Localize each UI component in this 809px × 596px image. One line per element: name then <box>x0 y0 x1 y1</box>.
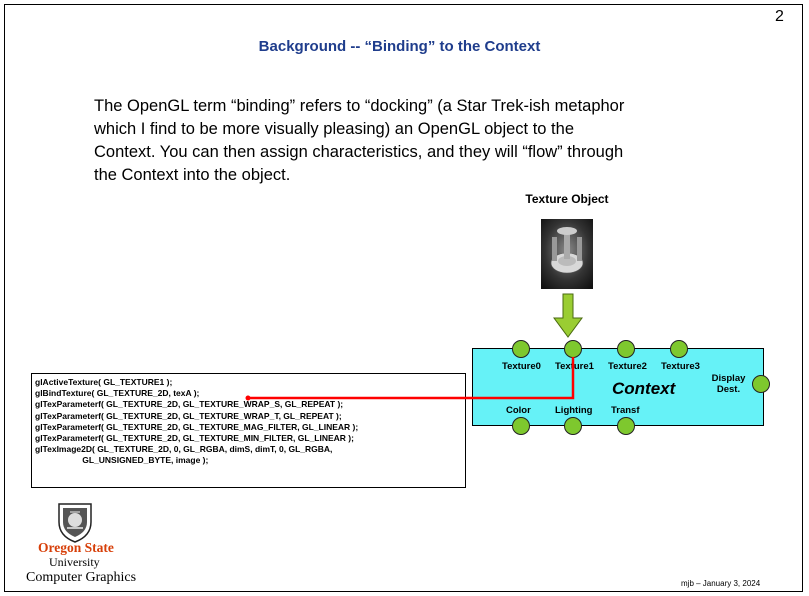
osu-logo-icon <box>58 503 92 543</box>
page-number: 2 <box>775 8 784 25</box>
texture3-port <box>670 340 688 358</box>
transf-port <box>617 417 635 435</box>
color-label: Color <box>506 405 531 416</box>
texture2-label: Texture2 <box>608 361 647 372</box>
down-arrow-icon <box>553 293 583 338</box>
lighting-port <box>564 417 582 435</box>
logo-computer-graphics: Computer Graphics <box>26 570 137 585</box>
lighting-label: Lighting <box>555 405 593 416</box>
slide-body-text: The OpenGL term “binding” refers to “doc… <box>94 97 625 184</box>
code-line: glTexParameterf( GL_TEXTURE_2D, GL_TEXTU… <box>35 433 354 444</box>
texture2-port <box>617 340 635 358</box>
display-port <box>752 375 770 393</box>
enterprise-image <box>541 219 593 289</box>
logo-oregon-state: Oregon State <box>38 540 114 555</box>
transf-label: Transf <box>611 405 640 416</box>
display-label-line2: Dest. <box>716 384 741 395</box>
logo-university: University <box>49 555 100 569</box>
context-title: Context <box>612 379 676 398</box>
code-line: GL_UNSIGNED_BYTE, image ); <box>35 455 209 466</box>
color-port <box>512 417 530 435</box>
code-line: glActiveTexture( GL_TEXTURE1 ); <box>35 377 173 387</box>
texture0-label: Texture0 <box>502 361 541 372</box>
display-dest-label: Display Dest. <box>706 373 751 395</box>
slide-footer: mjb – January 3, 2024 <box>681 579 761 588</box>
code-line: glTexParameterf( GL_TEXTURE_2D, GL_TEXTU… <box>35 421 359 432</box>
texture3-label: Texture3 <box>661 361 700 372</box>
slide-title: Background -- “Binding” to the Context <box>258 38 541 55</box>
texture1-port <box>564 340 582 358</box>
code-line: glTexParameterf( GL_TEXTURE_2D, GL_TEXTU… <box>35 410 342 421</box>
code-line: glBindTexture( GL_TEXTURE_2D, texA ); <box>35 388 200 399</box>
code-line: glTexImage2D( GL_TEXTURE_2D, 0, GL_RGBA,… <box>35 444 333 455</box>
texture0-port <box>512 340 530 358</box>
code-line: glTexParameterf( GL_TEXTURE_2D, GL_TEXTU… <box>35 399 344 410</box>
code-listing: glActiveTexture( GL_TEXTURE1 ); glBindTe… <box>31 373 466 488</box>
texture1-label: Texture1 <box>555 361 594 372</box>
slide-frame <box>4 4 803 592</box>
display-label-line1: Display <box>711 373 746 384</box>
texture-object-label: Texture Object <box>525 192 609 206</box>
